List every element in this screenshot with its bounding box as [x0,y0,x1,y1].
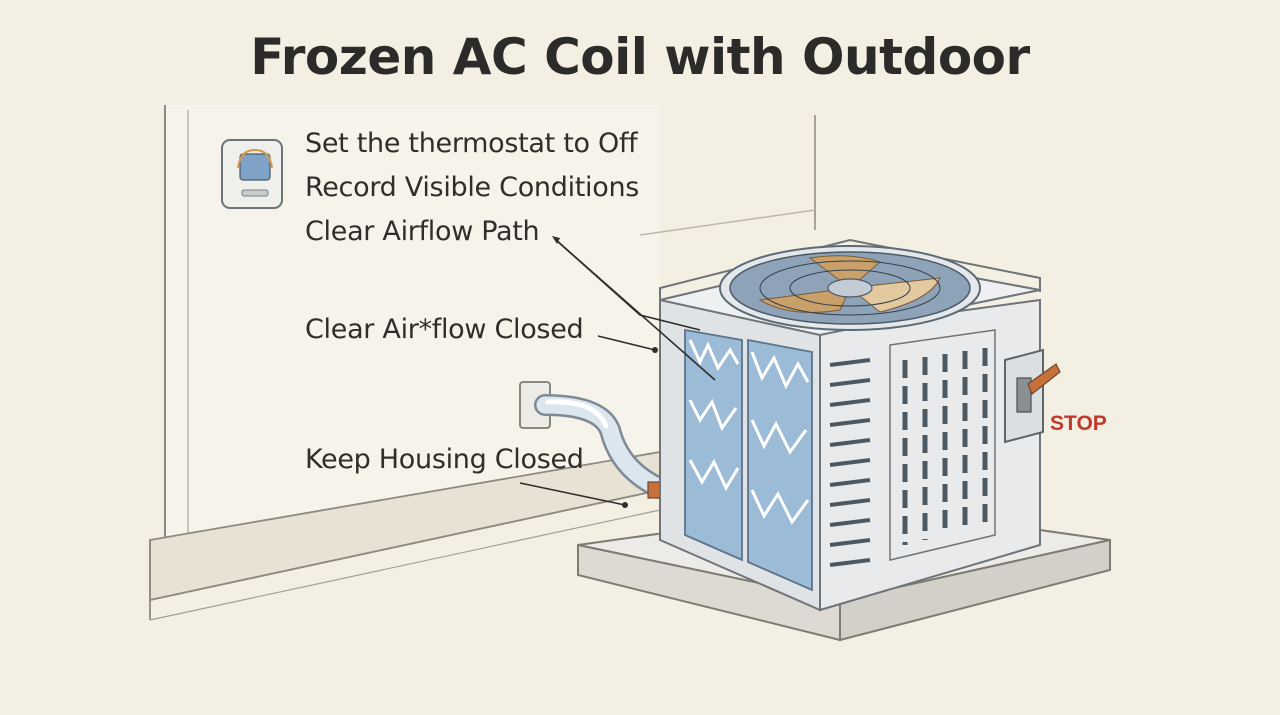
side-vents [829,329,996,567]
frozen-coil [684,328,813,592]
label-thermostat-off: Set the thermostat to Off [305,128,638,159]
condenser-fan-icon [719,245,981,331]
stop-label: STOP [1050,412,1107,435]
wall [149,105,816,621]
label-clear-airflow-path: Clear Airflow Path [305,216,540,247]
thermostat-icon [221,139,283,209]
leader-lines [519,236,716,508]
label-keep-housing-closed: Keep Housing Closed [305,444,584,475]
disconnect-switch-icon [1004,348,1061,444]
label-record-conditions: Record Visible Conditions [305,172,640,203]
page-title: Frozen AC Coil with Outdoor [250,28,1030,86]
label-clear-airflow-closed: Clear Air*flow Closed [305,314,584,345]
